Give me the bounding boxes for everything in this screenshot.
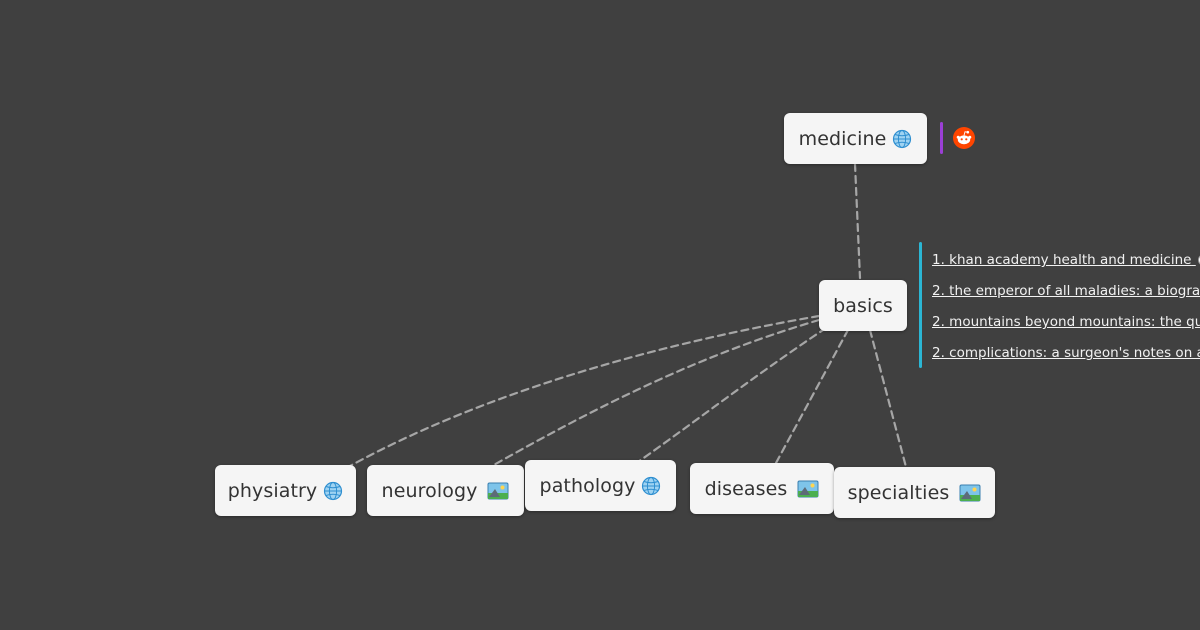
node-label: neurology (381, 479, 478, 502)
node-label: medicine (798, 127, 887, 150)
reference-link[interactable]: 2. mountains beyond mountains: the quest… (932, 314, 1200, 330)
node-label: pathology (539, 474, 636, 497)
node-diseases[interactable]: diseases (690, 463, 834, 514)
reddit-icon[interactable] (953, 127, 975, 149)
picture-icon (959, 483, 981, 503)
references-bar (919, 242, 922, 368)
references-list: 1. khan academy health and medicine 2. t… (932, 249, 1200, 373)
reference-link[interactable]: 1. khan academy health and medicine (932, 249, 1200, 280)
node-pathology[interactable]: pathology (525, 460, 676, 511)
node-physiatry[interactable]: physiatry (215, 465, 356, 516)
edge-basics-specialties (868, 328, 908, 469)
edge-basics-diseases (774, 328, 850, 465)
node-specialties[interactable]: specialties (834, 467, 995, 518)
reference-link[interactable]: 2. the emperor of all maladies: a biogra… (932, 283, 1200, 299)
node-label: physiatry (227, 479, 318, 502)
node-label: specialties (847, 481, 950, 504)
picture-icon (487, 481, 509, 501)
edge-basics-neurology (490, 318, 821, 468)
node-basics[interactable]: basics (819, 280, 907, 331)
globe-icon (892, 129, 912, 149)
edge-basics-pathology (636, 326, 828, 464)
node-label: diseases (704, 477, 788, 500)
reddit-link-bar (940, 122, 943, 154)
node-neurology[interactable]: neurology (367, 465, 524, 516)
edge-basics-physiatry (348, 314, 821, 468)
edge-medicine-basics (853, 162, 862, 280)
globe-icon (641, 476, 661, 496)
node-medicine[interactable]: medicine (784, 113, 927, 164)
reference-link[interactable]: 2. complications: a surgeon's notes on a… (932, 345, 1200, 361)
picture-icon (797, 479, 819, 499)
node-label: basics (833, 294, 893, 317)
globe-icon (323, 481, 343, 501)
